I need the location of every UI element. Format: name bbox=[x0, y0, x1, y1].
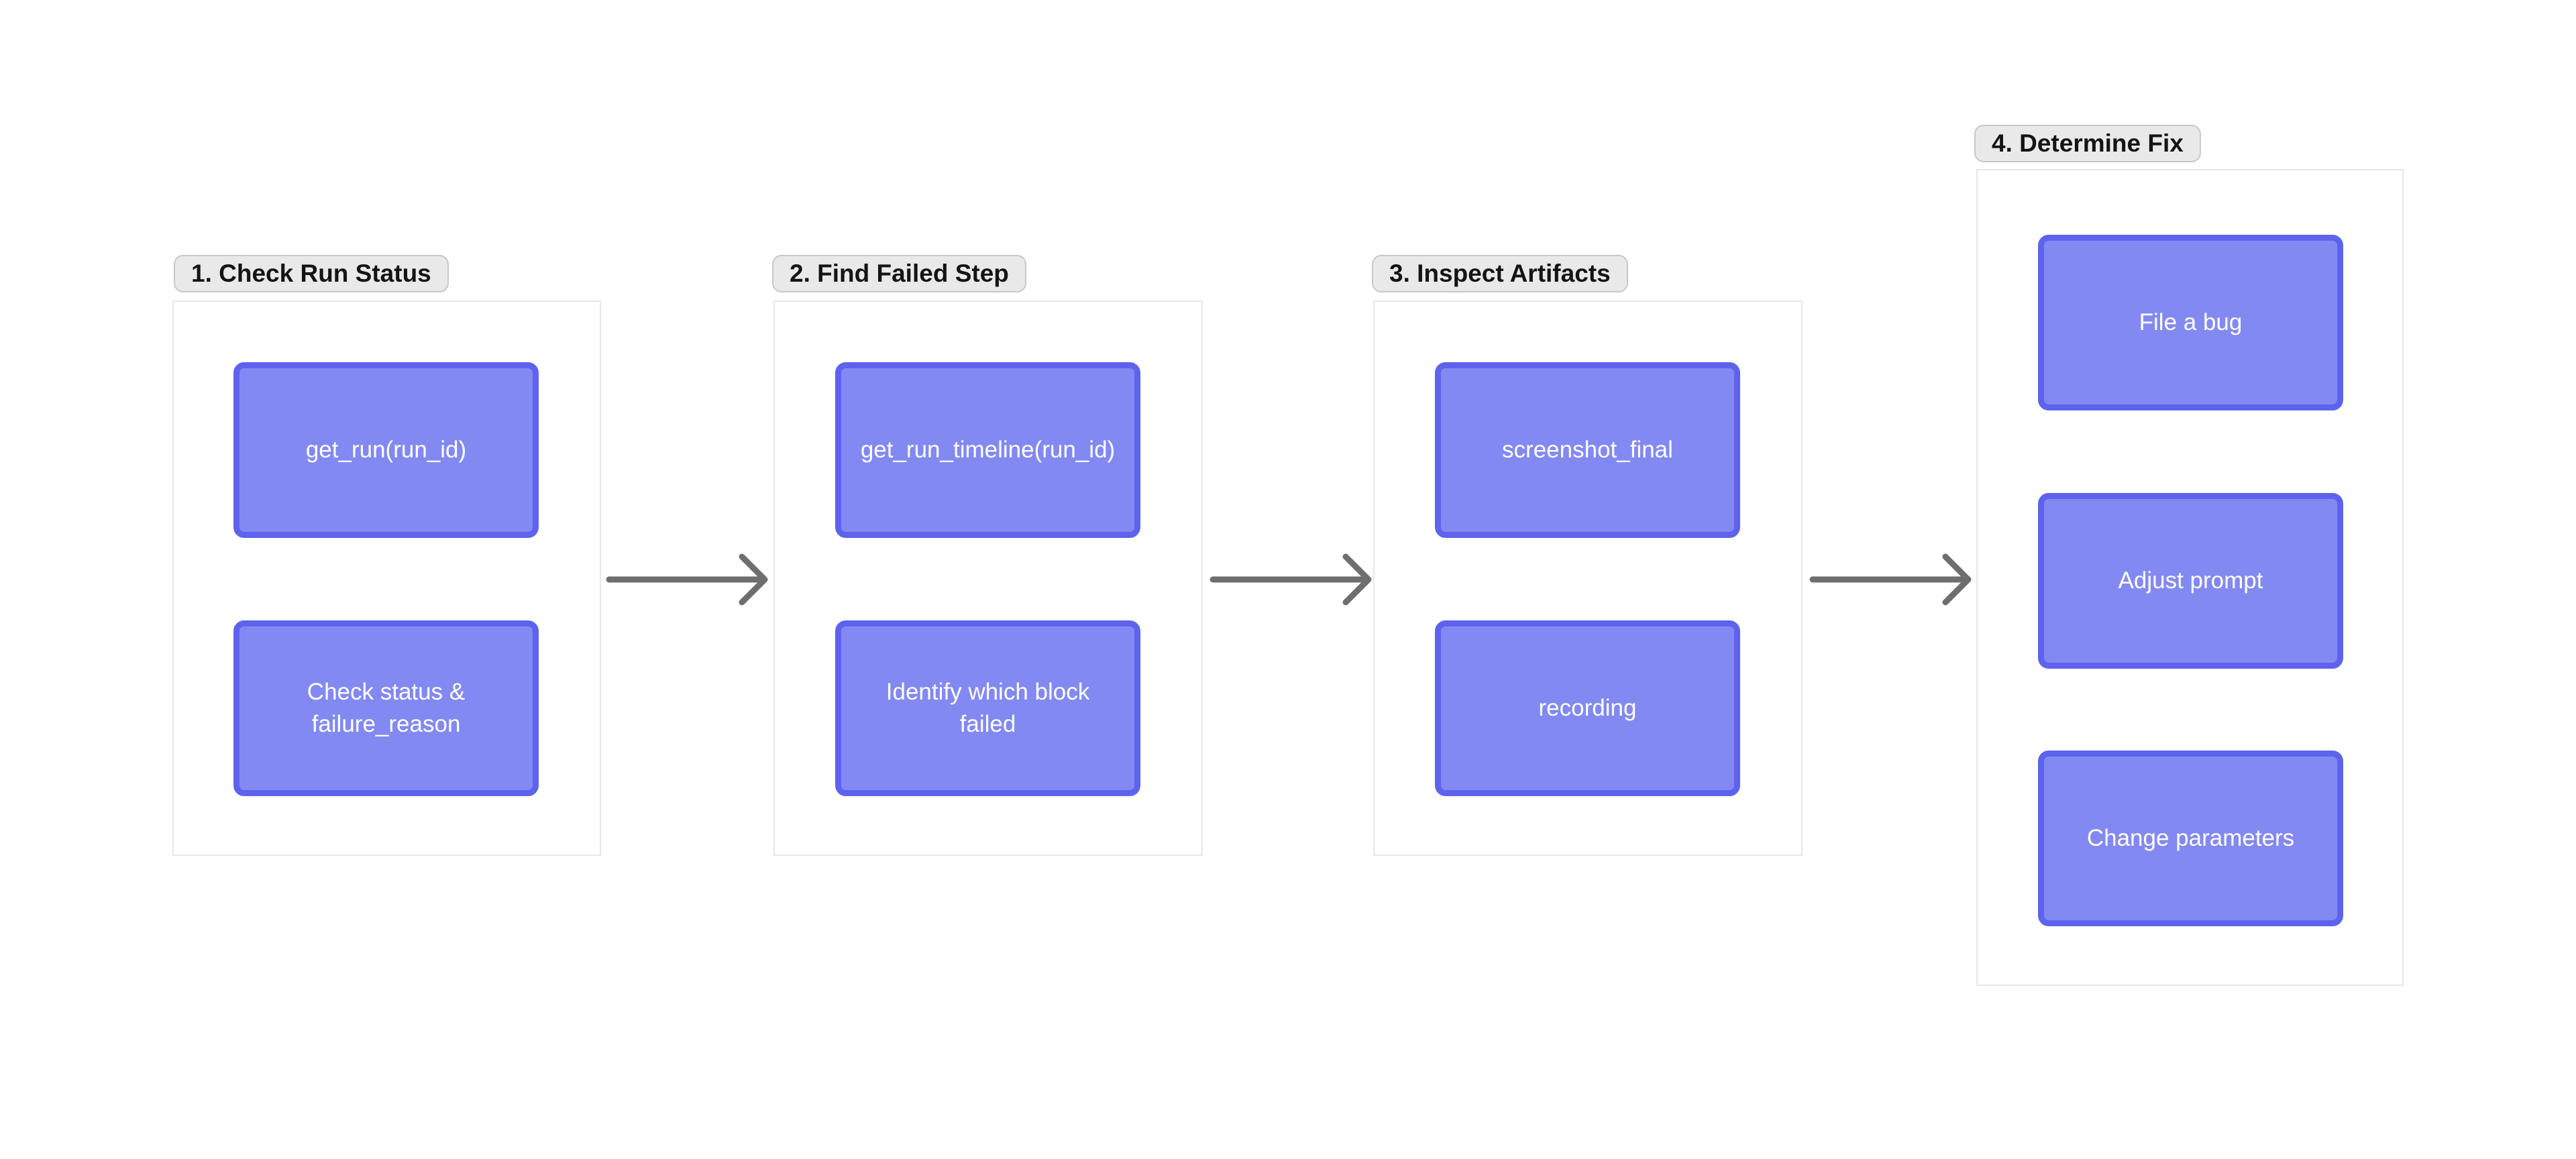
node-recording: recording bbox=[1435, 620, 1740, 796]
group-label-check-run-status: 1. Check Run Status bbox=[174, 255, 449, 292]
arrow-head-icon bbox=[739, 553, 768, 606]
group-label-find-failed-step: 2. Find Failed Step bbox=[772, 255, 1026, 292]
node-get-run-timeline: get_run_timeline(run_id) bbox=[835, 362, 1140, 538]
flow-arrow-2-to-3 bbox=[1210, 553, 1372, 606]
node-file-a-bug: File a bug bbox=[2038, 235, 2343, 410]
flow-arrow-1-to-2 bbox=[606, 553, 768, 606]
flow-arrow-3-to-4 bbox=[1809, 553, 1972, 606]
node-get-run: get_run(run_id) bbox=[233, 362, 539, 538]
arrow-head-icon bbox=[1942, 553, 1972, 606]
node-change-parameters: Change parameters bbox=[2038, 751, 2343, 926]
group-label-determine-fix: 4. Determine Fix bbox=[1974, 125, 2201, 162]
arrow-head-icon bbox=[1342, 553, 1372, 606]
node-adjust-prompt: Adjust prompt bbox=[2038, 493, 2343, 669]
node-screenshot-final: screenshot_final bbox=[1435, 362, 1740, 538]
node-identify-which-block-failed: Identify which block failed bbox=[835, 620, 1140, 796]
node-check-status-failure-reason: Check status & failure_reason bbox=[233, 620, 539, 796]
group-label-inspect-artifacts: 3. Inspect Artifacts bbox=[1372, 255, 1628, 292]
